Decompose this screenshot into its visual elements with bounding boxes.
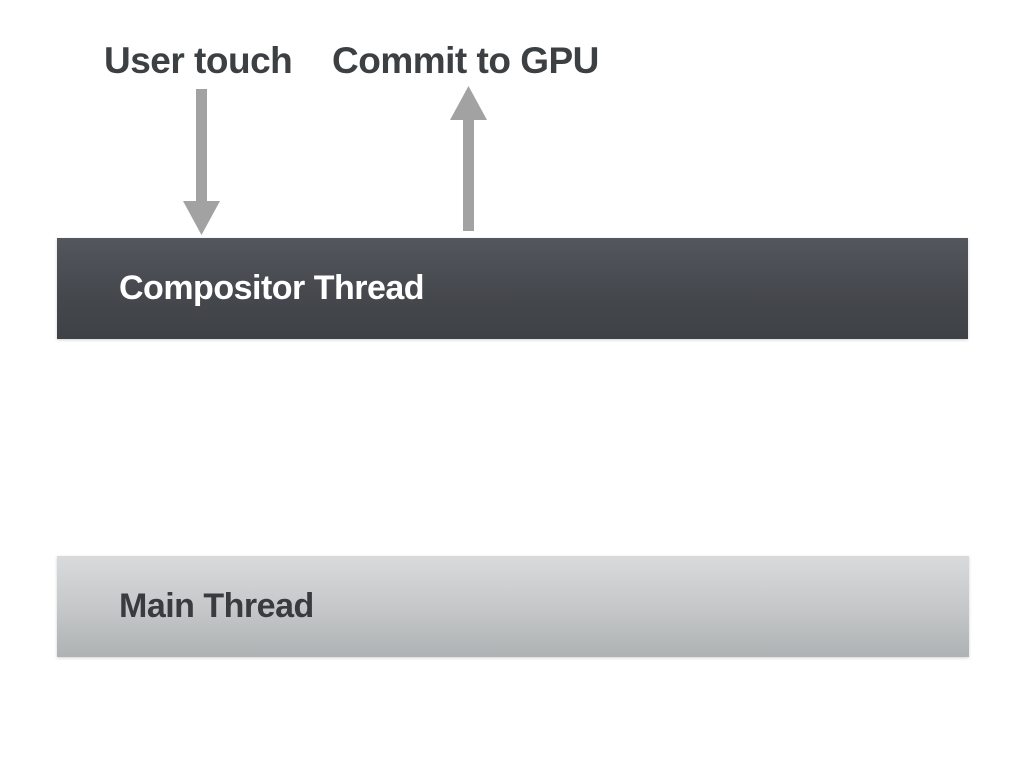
- arrow-down-icon: [183, 89, 220, 235]
- user-touch-label: User touch: [104, 40, 293, 81]
- main-thread-label: Main Thread: [119, 587, 314, 625]
- main-thread-bar: Main Thread: [57, 556, 969, 657]
- arrow-up-shaft: [463, 116, 474, 231]
- commit-to-gpu-label: Commit to GPU: [332, 40, 599, 81]
- arrow-up-icon: [450, 86, 487, 231]
- arrow-down-shaft: [196, 89, 207, 205]
- arrow-up-head: [450, 86, 487, 120]
- arrow-down-head: [183, 201, 220, 235]
- compositor-thread-label: Compositor Thread: [119, 269, 425, 307]
- compositor-thread-bar: Compositor Thread: [57, 238, 968, 339]
